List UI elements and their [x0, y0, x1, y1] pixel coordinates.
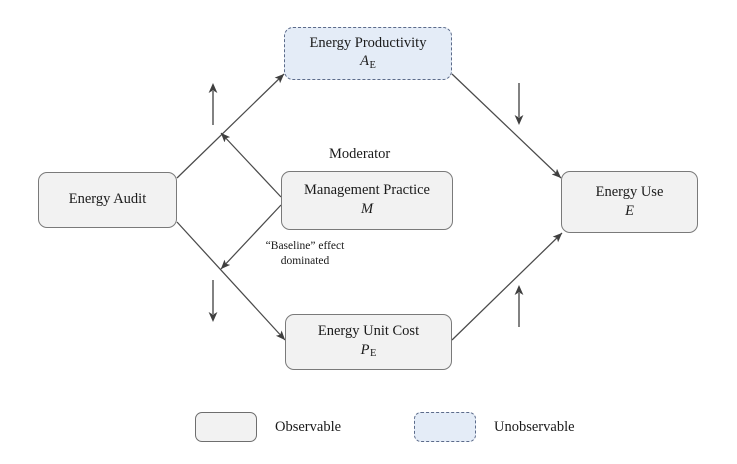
symbol-subscript: E	[369, 348, 377, 360]
node-energy-audit-title: Energy Audit	[68, 191, 147, 208]
node-energy-productivity-symbol: AE	[360, 53, 376, 72]
node-energy-productivity-title: Energy Productivity	[309, 34, 427, 51]
legend-swatch-observable	[195, 412, 257, 442]
node-energy-unit-cost-title: Energy Unit Cost	[317, 323, 420, 340]
node-energy-productivity[interactable]: Energy Productivity AE	[284, 27, 452, 80]
symbol-base: P	[360, 341, 370, 358]
symbol-subscript: E	[369, 59, 376, 71]
edge-audit-to-productivity	[176, 73, 285, 179]
edge-cost-to-use	[451, 232, 563, 341]
moderator-label: Moderator	[329, 146, 391, 162]
baseline-note-line-2: dominated	[280, 254, 330, 267]
legend-label-unobservable: Unobservable	[494, 418, 575, 435]
node-energy-unit-cost-symbol: PE	[361, 342, 377, 361]
symbol-base: A	[360, 53, 369, 70]
marker-down-productivity-to-use	[514, 83, 524, 125]
edge-moderator-to-upper-path	[220, 132, 282, 198]
edge-audit-to-cost	[176, 221, 286, 341]
node-management-practice-symbol: M	[361, 201, 373, 219]
node-energy-use-symbol: E	[625, 203, 634, 221]
marker-up-cost-to-use	[514, 285, 524, 327]
marker-down-audit-to-cost	[208, 280, 218, 322]
marker-up-audit-to-productivity	[208, 83, 218, 125]
legend-unobservable: Unobservable	[414, 412, 575, 442]
node-energy-use-title: Energy Use	[595, 183, 664, 200]
edge-productivity-to-use	[451, 73, 562, 179]
node-energy-use[interactable]: Energy Use E	[561, 171, 698, 233]
symbol-base: M	[360, 201, 374, 217]
baseline-note-line-1: “Baseline” effect	[265, 240, 345, 252]
baseline-effect-note: “Baseline” effect dominated	[243, 239, 367, 269]
node-energy-unit-cost[interactable]: Energy Unit Cost PE	[285, 314, 452, 370]
legend-label-observable: Observable	[275, 418, 342, 435]
node-management-practice-title: Management Practice	[303, 182, 430, 199]
edge-moderator-to-lower-path	[220, 204, 282, 270]
legend-swatch-unobservable	[414, 412, 476, 442]
node-management-practice[interactable]: Management Practice M	[281, 171, 453, 230]
node-energy-audit[interactable]: Energy Audit	[38, 172, 177, 228]
legend-observable: Observable	[195, 412, 341, 442]
symbol-base: E	[625, 202, 634, 219]
